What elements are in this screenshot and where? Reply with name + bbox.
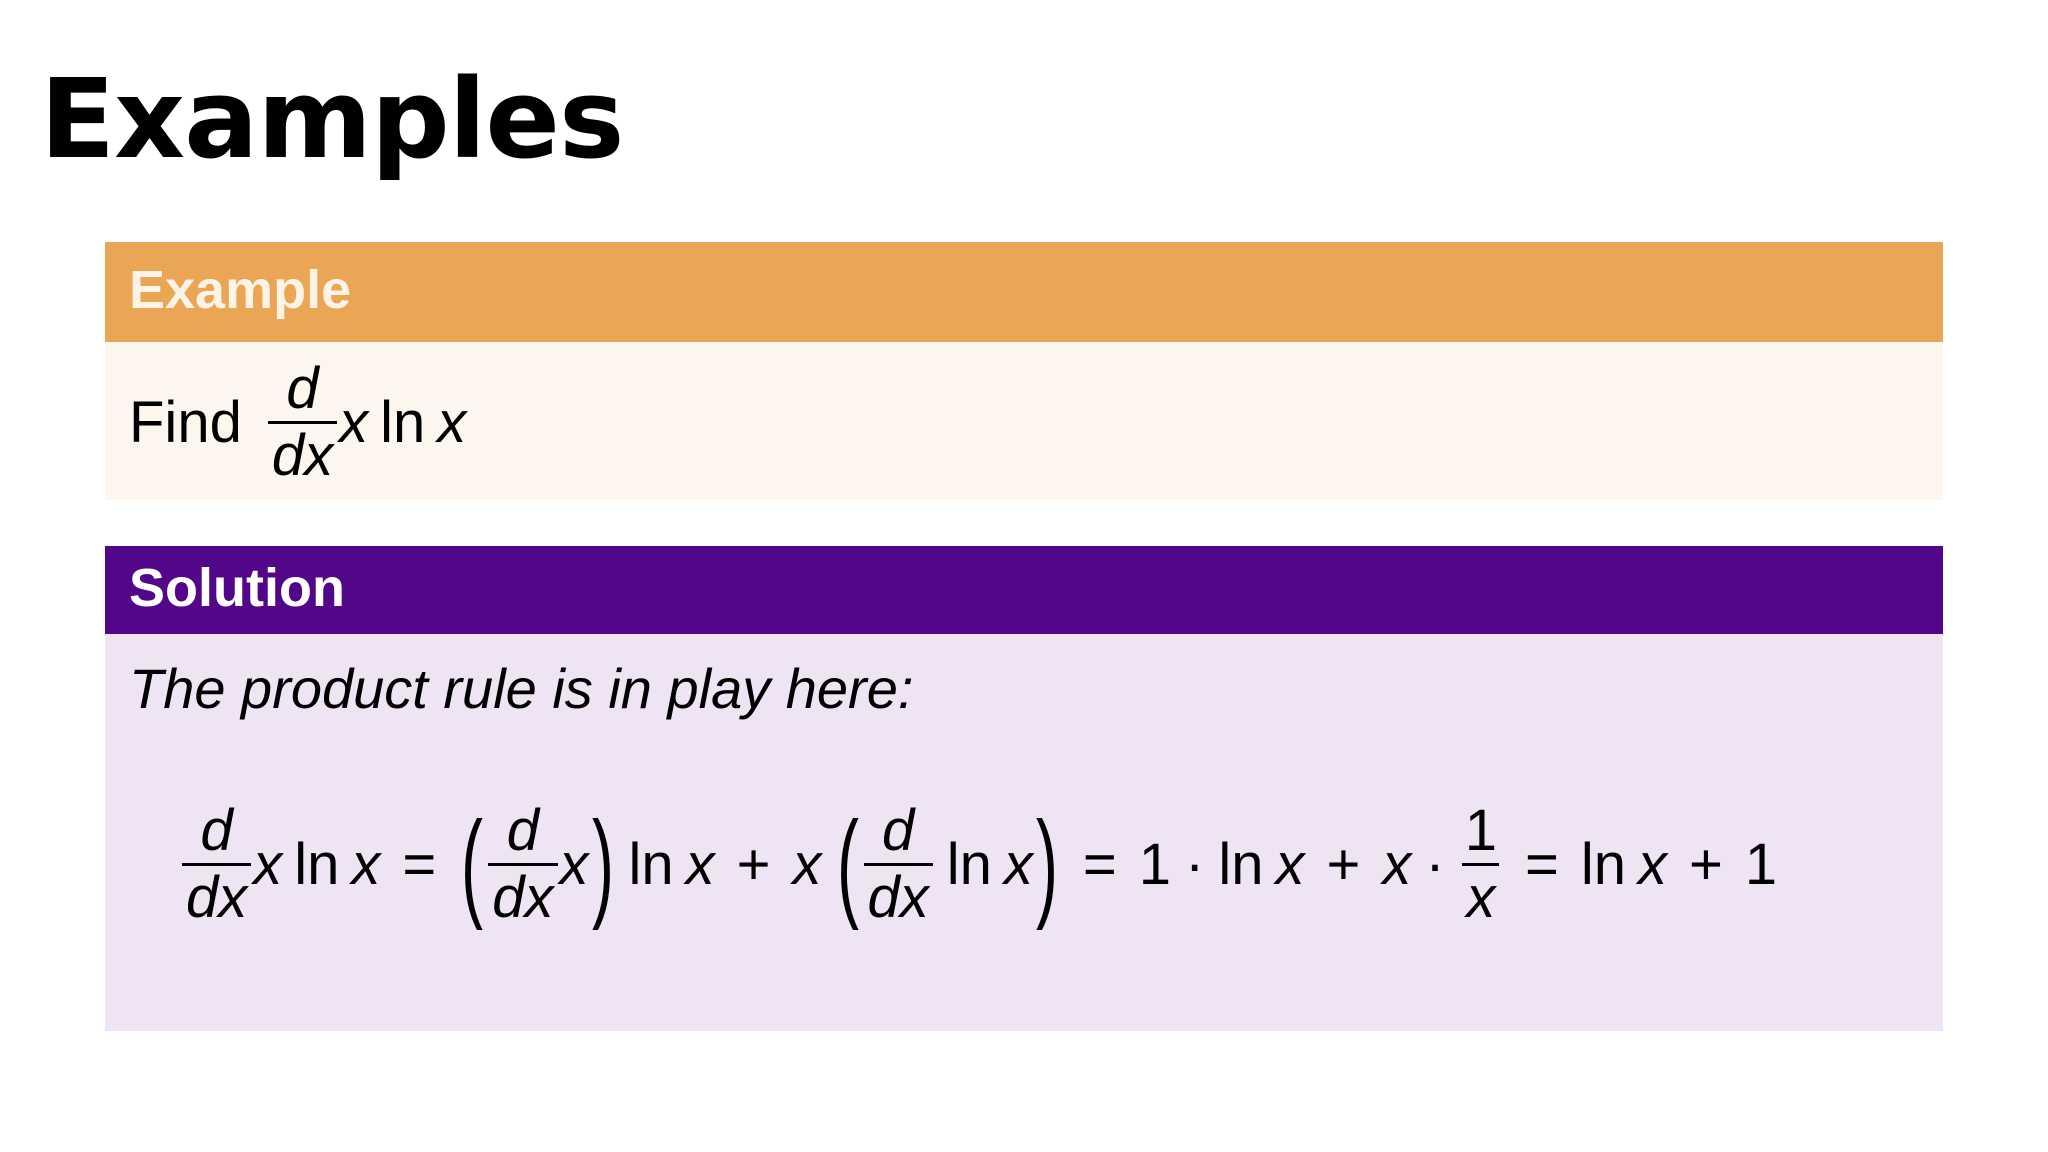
left-paren: ( xyxy=(836,797,859,931)
plus-sign: + xyxy=(736,831,771,897)
frac-numerator: 1 xyxy=(1464,797,1497,863)
example-block: Example Find d dx x ln x xyxy=(105,242,1943,500)
example-statement: Find d dx x ln x xyxy=(129,352,466,492)
plus-sign: + xyxy=(1689,831,1723,897)
frac-denominator: dx xyxy=(182,862,252,930)
example-body: Find d dx x ln x xyxy=(105,342,1943,500)
find-label: Find xyxy=(129,389,242,455)
math-var: x xyxy=(1638,831,1668,897)
math-fn: ln xyxy=(1580,831,1627,897)
math-fn: ln xyxy=(1218,831,1264,897)
left-paren: ( xyxy=(461,797,484,931)
math-fn: ln xyxy=(628,831,674,897)
solution-body: The product rule is in play here: d dx x… xyxy=(105,634,1943,1031)
solution-header: Solution xyxy=(105,546,1943,634)
math-var: x xyxy=(1003,831,1033,897)
math-fn: ln xyxy=(946,831,992,897)
plus-sign: + xyxy=(1326,831,1361,897)
derivative-operator: d dx xyxy=(863,797,933,930)
math-fn: ln xyxy=(380,389,426,455)
math-fn: ln xyxy=(294,831,340,897)
derivative-operator: d dx xyxy=(182,797,252,930)
math-var: x xyxy=(253,831,283,897)
frac-denominator: dx xyxy=(267,420,338,488)
example-header: Example xyxy=(105,242,1943,342)
math-var: x xyxy=(685,831,715,897)
derivative-operator: d dx xyxy=(488,797,558,930)
math-number: 1 xyxy=(1744,831,1778,897)
dot-operator: · xyxy=(1185,831,1205,897)
reciprocal-fraction: 1 x xyxy=(1461,797,1501,930)
right-paren: ) xyxy=(1035,797,1058,931)
math-var: x xyxy=(1382,831,1412,897)
product-rule-equation: d dx x ln x = ( d dx x ) ln x + x xyxy=(180,774,1777,954)
frac-denominator: dx xyxy=(488,862,558,930)
solution-intro: The product rule is in play here: xyxy=(129,657,914,720)
math-var: x xyxy=(437,389,467,455)
math-number: 1 xyxy=(1138,831,1172,897)
math-var: x xyxy=(1275,831,1305,897)
page-title: Examples xyxy=(40,55,624,183)
frac-numerator: d xyxy=(506,797,540,863)
math-var: x xyxy=(792,831,822,897)
dot-operator: · xyxy=(1425,831,1445,897)
math-var: x xyxy=(351,831,381,897)
frac-numerator: d xyxy=(200,797,233,863)
equals-sign: = xyxy=(1524,831,1559,897)
right-paren: ) xyxy=(591,797,614,931)
math-var: x xyxy=(559,831,589,897)
frac-numerator: d xyxy=(286,355,319,421)
math-var: x xyxy=(339,389,369,455)
frac-denominator: x xyxy=(1462,862,1500,930)
frac-numerator: d xyxy=(882,797,915,863)
equals-sign: = xyxy=(1082,831,1117,897)
derivative-operator: d dx xyxy=(267,355,338,488)
solution-block: Solution The product rule is in play her… xyxy=(105,546,1943,1031)
frac-denominator: dx xyxy=(863,862,933,930)
equals-sign: = xyxy=(402,831,437,897)
